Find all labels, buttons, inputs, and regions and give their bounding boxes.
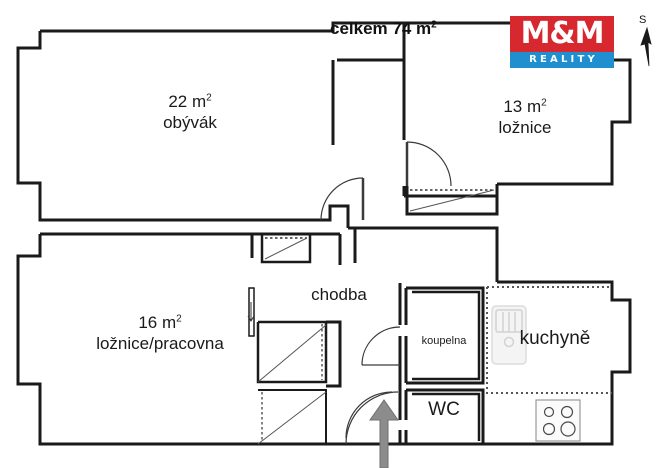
logo-subtitle-block: REALITY [510, 52, 614, 68]
total-area-superscript: 2 [431, 19, 437, 31]
compass: S [630, 14, 660, 72]
wardrobe-lower [257, 389, 327, 445]
door-loznice [405, 141, 452, 187]
lower-unit-walls [16, 232, 352, 446]
mm-reality-logo: M&M REALITY [510, 16, 614, 68]
sink-icon [491, 305, 527, 365]
entrance-arrow-icon [369, 399, 399, 468]
total-area-label: celkem 74 m2 [330, 19, 437, 39]
wardrobe-upper [256, 320, 328, 384]
sliding-door-chodba [247, 287, 255, 337]
window-obyvak [260, 234, 312, 264]
cooktop-icon [535, 399, 581, 442]
logo-subtitle-text: REALITY [529, 54, 598, 65]
logo-mark-text: M&M [520, 16, 605, 51]
koupelna-walls [404, 286, 485, 385]
hall-kitchen-top-wall [348, 226, 632, 446]
chodba-step-wall [326, 320, 342, 388]
compass-label: S [639, 14, 647, 26]
kitchen-open-boundary [486, 286, 612, 394]
chodba-boundary [252, 228, 357, 265]
koupelna-inner-outline [412, 290, 481, 381]
door-koupelna [361, 326, 401, 366]
door-obyvak [320, 177, 365, 221]
loznice-balcony [405, 186, 499, 216]
total-area-text: celkem 74 m [330, 19, 432, 38]
wc-inner-outline [412, 392, 481, 441]
north-arrow-icon [640, 26, 652, 67]
upper-unit-walls [16, 21, 406, 228]
logo-mark-block: M&M [510, 16, 614, 52]
wc-walls [404, 388, 485, 444]
door-entrance [345, 391, 399, 445]
